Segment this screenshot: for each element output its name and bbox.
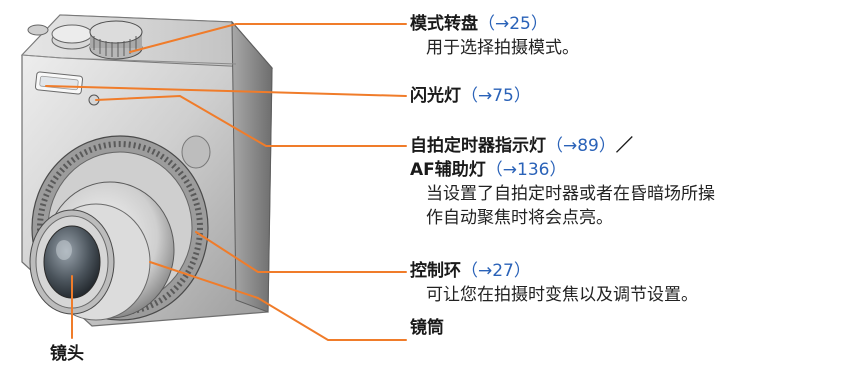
control-ring-ref: （→27） [461, 261, 531, 281]
mode-dial-ref: （→25） [478, 14, 548, 34]
mode-dial-name: 模式转盘 [410, 14, 478, 34]
self-timer-name: 自拍定时器指示灯 [410, 136, 546, 156]
leader-control-ring [195, 231, 407, 273]
self-timer-desc-2: 作自动聚焦时将会点亮。 [426, 208, 613, 228]
mode-dial [89, 20, 143, 60]
leader-lines [45, 23, 407, 341]
flash-name: 闪光灯 [410, 86, 461, 106]
grip-bump [181, 135, 211, 169]
label-flash: 闪光灯（→75） [410, 84, 531, 108]
af-assist-name: AF辅助灯 [410, 160, 486, 180]
leader-mode-dial [129, 23, 407, 53]
label-lens-barrel: 镜筒 [410, 316, 444, 340]
label-self-timer: 自拍定时器指示灯（→89）／ AF辅助灯（→136） 当设置了自拍定时器或者在昏… [410, 134, 715, 230]
lens-barrel-name: 镜筒 [410, 318, 444, 338]
control-ring-name: 控制环 [410, 261, 461, 281]
self-timer-ref: （→89） [546, 136, 616, 156]
mode-dial-desc: 用于选择拍摄模式。 [426, 38, 579, 58]
af-assist-ref: （→136） [485, 160, 567, 180]
label-lens: 镜头 [50, 342, 84, 366]
label-control-ring: 控制环（→27） 可让您在拍摄时变焦以及调节设置。 [410, 259, 698, 307]
lens-front [29, 209, 115, 315]
leader-flash [45, 85, 407, 97]
self-timer-sep: ／ [615, 136, 633, 156]
control-ring-desc: 可让您在拍摄时变焦以及调节设置。 [426, 285, 698, 305]
flash-ref: （→75） [461, 86, 531, 106]
self-timer-desc-1: 当设置了自拍定时器或者在昏暗场所操 [426, 184, 715, 204]
lens-name: 镜头 [50, 344, 84, 364]
label-mode-dial: 模式转盘（→25） 用于选择拍摄模式。 [410, 12, 579, 60]
leader-lens-barrel [149, 261, 407, 341]
leader-self-timer [95, 94, 407, 147]
